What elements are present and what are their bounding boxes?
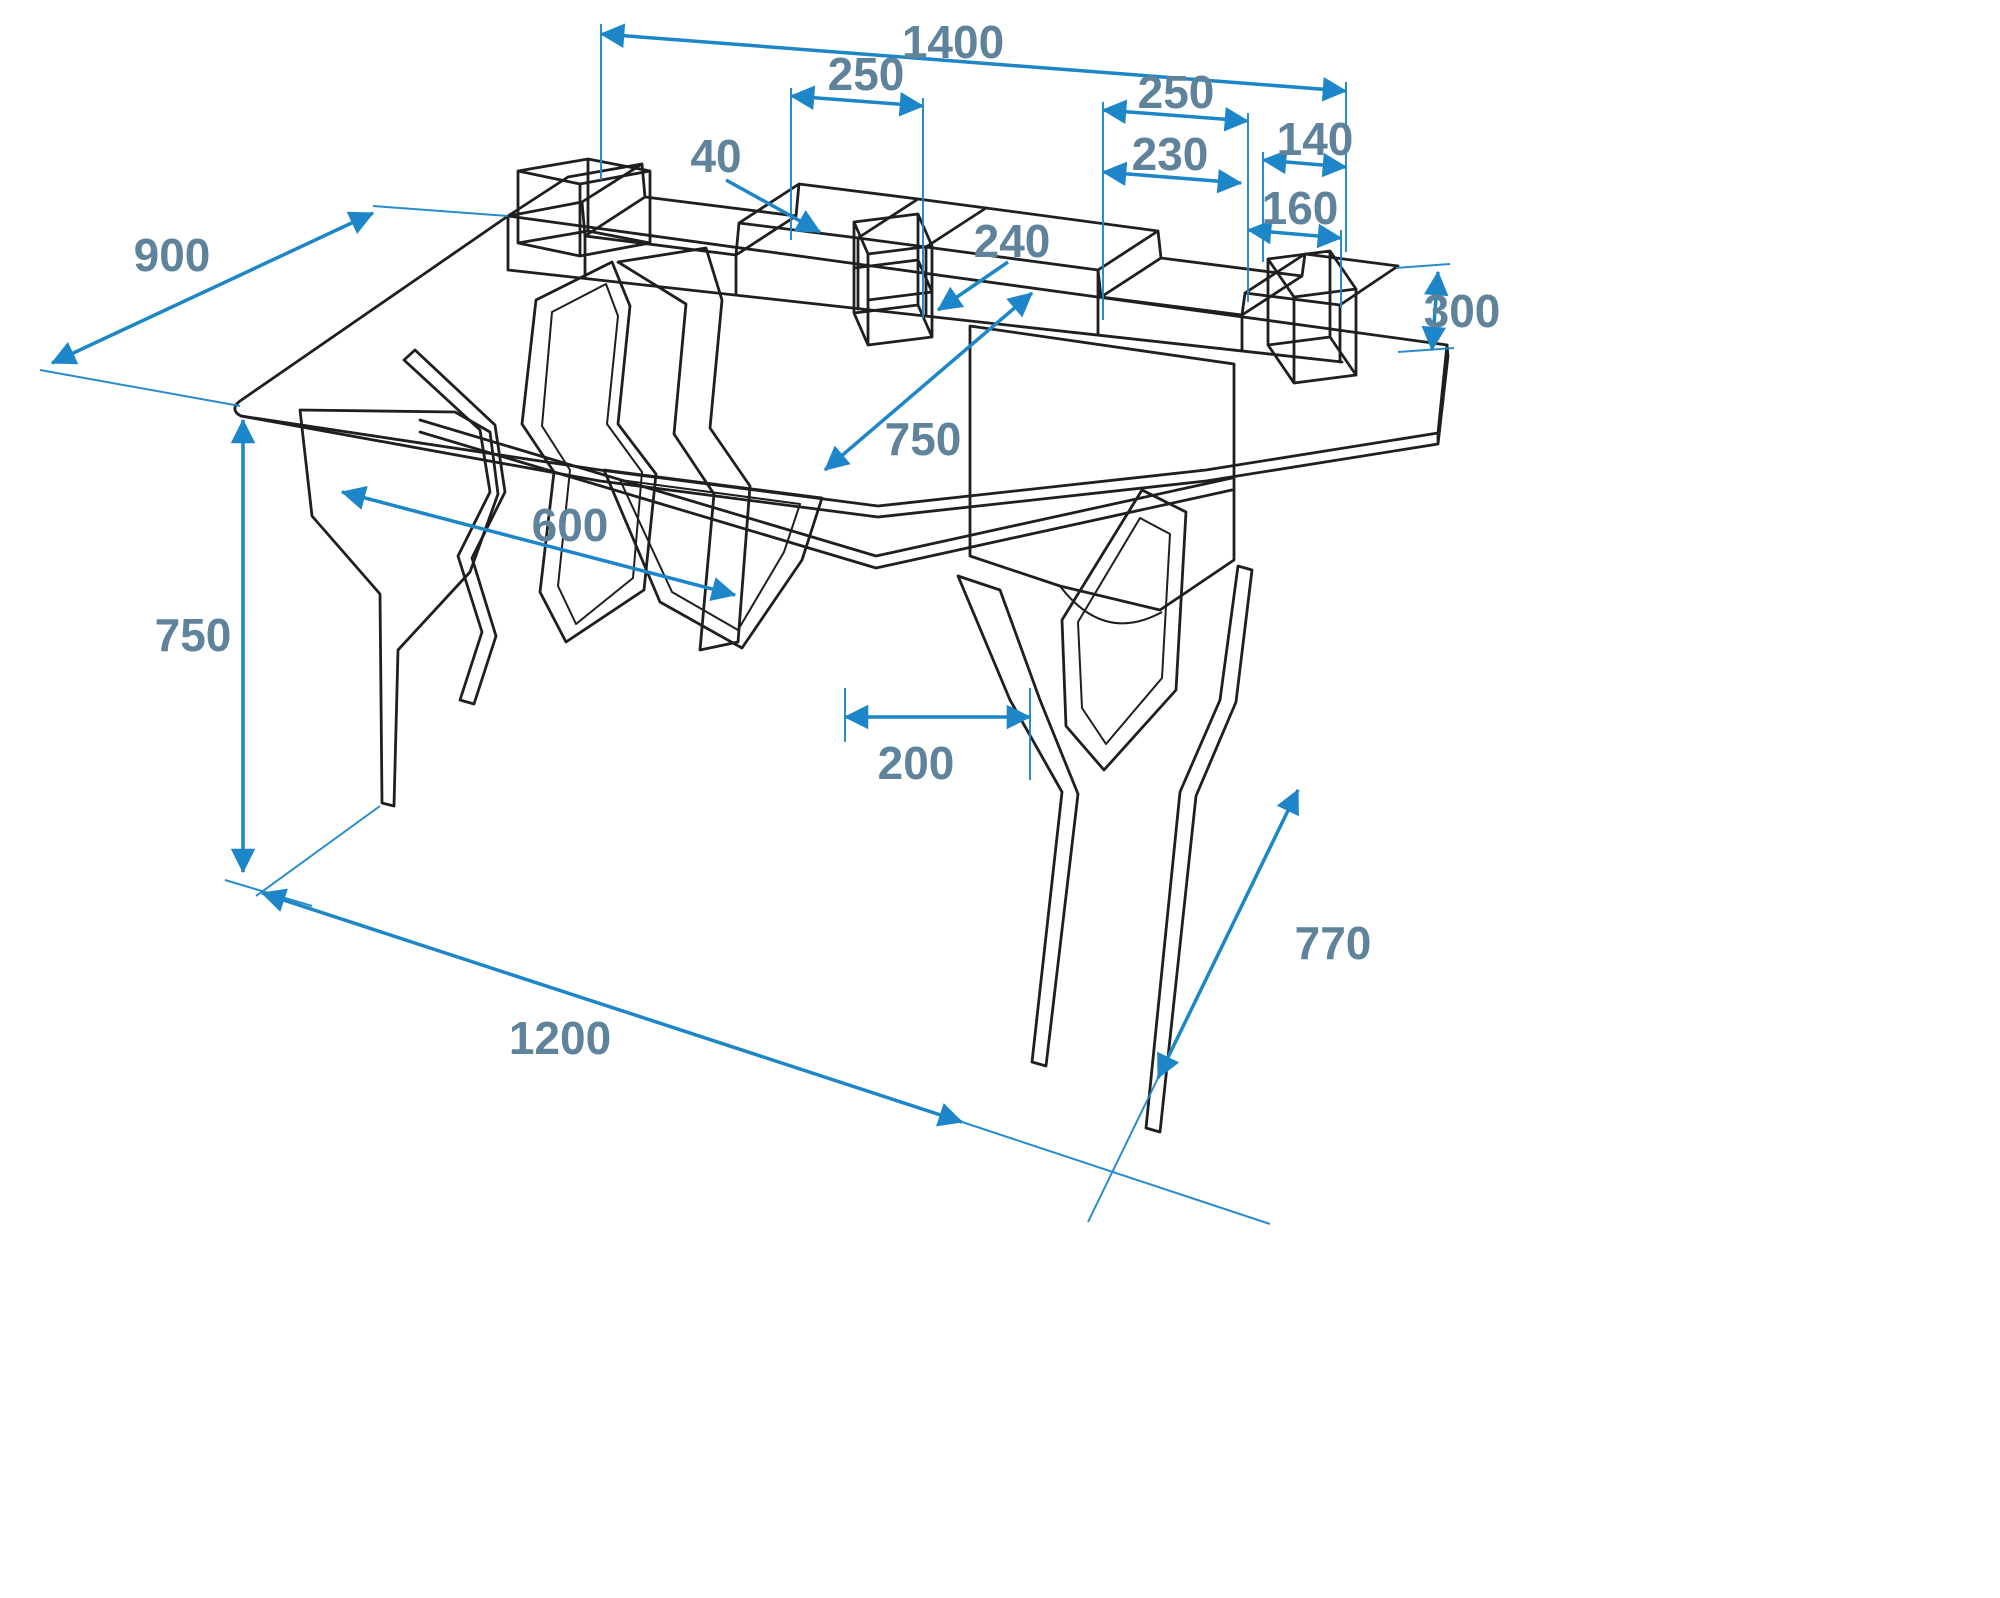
dim-line-shelf-right-inner bbox=[1101, 161, 1243, 194]
dim-line-leg-opening-width bbox=[340, 486, 737, 601]
dim-line-leg-span-depth bbox=[1156, 788, 1300, 1080]
dim-label-leg-gap: 200 bbox=[878, 737, 955, 789]
dim-line-riser-height bbox=[1421, 270, 1449, 352]
middle-leg-panel-outline bbox=[616, 246, 752, 652]
right-rear-leg-outline bbox=[1144, 564, 1254, 1134]
desk-wireframe bbox=[233, 157, 1450, 1134]
dim-label-shelf-right-section: 250 bbox=[1138, 66, 1215, 118]
dim-label-leg-opening-width: 600 bbox=[532, 499, 609, 551]
dim-line-right-stand-width bbox=[1261, 149, 1348, 178]
dim-line-desk-depth bbox=[50, 211, 375, 365]
tabletop-outline bbox=[233, 214, 1449, 508]
dim-label-desk-height: 750 bbox=[155, 609, 232, 661]
tabletop-edge-thickness bbox=[239, 343, 1450, 519]
middle-leg-hexagon-outline bbox=[520, 260, 658, 644]
dim-label-base-width: 1200 bbox=[509, 1012, 611, 1064]
dim-label-shelf-right-inner: 230 bbox=[1132, 128, 1209, 180]
left-rear-leg-outline bbox=[402, 348, 507, 706]
left-stand-outline bbox=[516, 157, 652, 258]
right-stand-outline bbox=[1266, 249, 1358, 385]
dim-line-right-stand-depth bbox=[1246, 219, 1343, 249]
dim-line-shelf-right-section bbox=[1101, 99, 1250, 132]
dim-label-clear-depth: 750 bbox=[885, 413, 962, 465]
extension-lines bbox=[39, 24, 1455, 1225]
dim-label-desk-depth: 900 bbox=[134, 229, 211, 281]
dim-label-leg-span-depth: 770 bbox=[1295, 917, 1372, 969]
right-leg-hexagon-outline bbox=[1060, 488, 1188, 772]
dim-line-overall-width bbox=[599, 23, 1348, 102]
dim-line-clear-depth bbox=[823, 291, 1034, 472]
dim-leader-center-stand-width bbox=[936, 260, 1009, 312]
right-leg-hexagon-inner bbox=[1077, 517, 1171, 745]
dim-label-center-stand-width: 240 bbox=[974, 215, 1051, 267]
dim-label-shelf-left-opening: 250 bbox=[828, 48, 905, 100]
extension-line-set bbox=[39, 24, 1455, 1225]
dim-label-overall-width: 1400 bbox=[902, 16, 1004, 68]
right-front-leg-outline bbox=[956, 574, 1080, 1068]
dim-line-shelf-left-opening bbox=[789, 85, 925, 117]
dim-label-shelf-lip: 40 bbox=[690, 130, 741, 182]
under-desk-rail bbox=[418, 418, 1234, 570]
left-front-leg-outline bbox=[298, 408, 500, 808]
right-leg-curve-detail bbox=[1059, 585, 1163, 625]
dim-line-base-width bbox=[260, 888, 964, 1127]
dimension-lines bbox=[50, 23, 1449, 1127]
dim-label-right-stand-depth: 160 bbox=[1262, 182, 1339, 234]
dim-label-riser-height: 300 bbox=[1424, 285, 1501, 337]
right-side-panel-outline bbox=[968, 324, 1236, 612]
dim-label-right-stand-width: 140 bbox=[1277, 113, 1354, 165]
dimension-labels: 1400 250 250 230 140 160 40 240 300 900 … bbox=[134, 16, 1501, 1064]
dim-leader-shelf-lip bbox=[725, 178, 822, 234]
